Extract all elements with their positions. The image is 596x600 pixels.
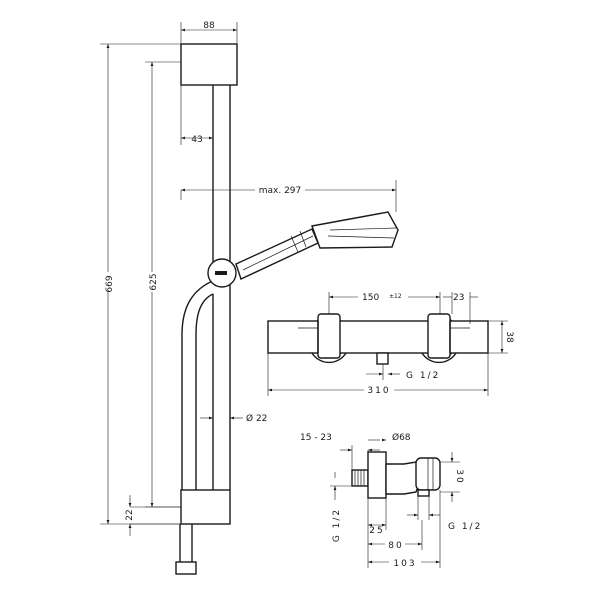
dim-15-23-label: 15 - 23 [300, 433, 332, 443]
dim-297-label: max. 297 [259, 186, 302, 196]
dim-43-label: 43 [191, 135, 202, 145]
hose-inner [195, 293, 214, 490]
dim-150-label: 150 [362, 293, 379, 303]
dim-inlet-thread-label: G 1/2 [406, 371, 440, 381]
hose-outer [181, 279, 216, 490]
thermostat-body [267, 320, 489, 354]
dim-rail-diameter-label: Ø 22 [246, 413, 267, 424]
hose-connector [175, 561, 197, 575]
cover-plate [367, 451, 387, 499]
dim-669-label: 669 [105, 275, 115, 292]
hand-shower-handle [235, 228, 319, 280]
dim-23-label: 23 [453, 293, 464, 303]
dim-103-label: 103 [393, 559, 416, 569]
eccentric-connector [351, 469, 369, 487]
outlet [376, 352, 389, 365]
dim-side-thread-right-label: G 1/2 [448, 522, 482, 532]
dim-30-label: 30 [454, 469, 464, 484]
bottom-bracket [180, 489, 231, 525]
thermostat-front-view: 150 ±12 23 38 G 1/2 310 [267, 290, 514, 396]
dim-310-label: 310 [367, 386, 390, 396]
dim-80-label: 80 [388, 541, 403, 551]
thermostat-side-view: 15 - 23 Ø68 30 G 1/2 G 1/2 25 [300, 432, 482, 569]
dim-side-thread-left-label: G 1/2 [332, 508, 342, 542]
top-bracket [180, 43, 238, 86]
hand-shower-head [311, 211, 399, 249]
dim-150-tolerance: ±12 [389, 293, 402, 300]
dim-625-label: 625 [149, 273, 159, 290]
shower-rail-view: 88 43 max. 297 669 625 22 Ø 22 [100, 21, 399, 575]
dim-22-bottom-label: 22 [125, 509, 135, 520]
dim-cover-diameter-label: Ø68 [392, 432, 411, 443]
dim-88-label: 88 [203, 21, 215, 31]
dim-38-label: 38 [504, 331, 514, 343]
dim-25-label: 25 [369, 526, 384, 536]
